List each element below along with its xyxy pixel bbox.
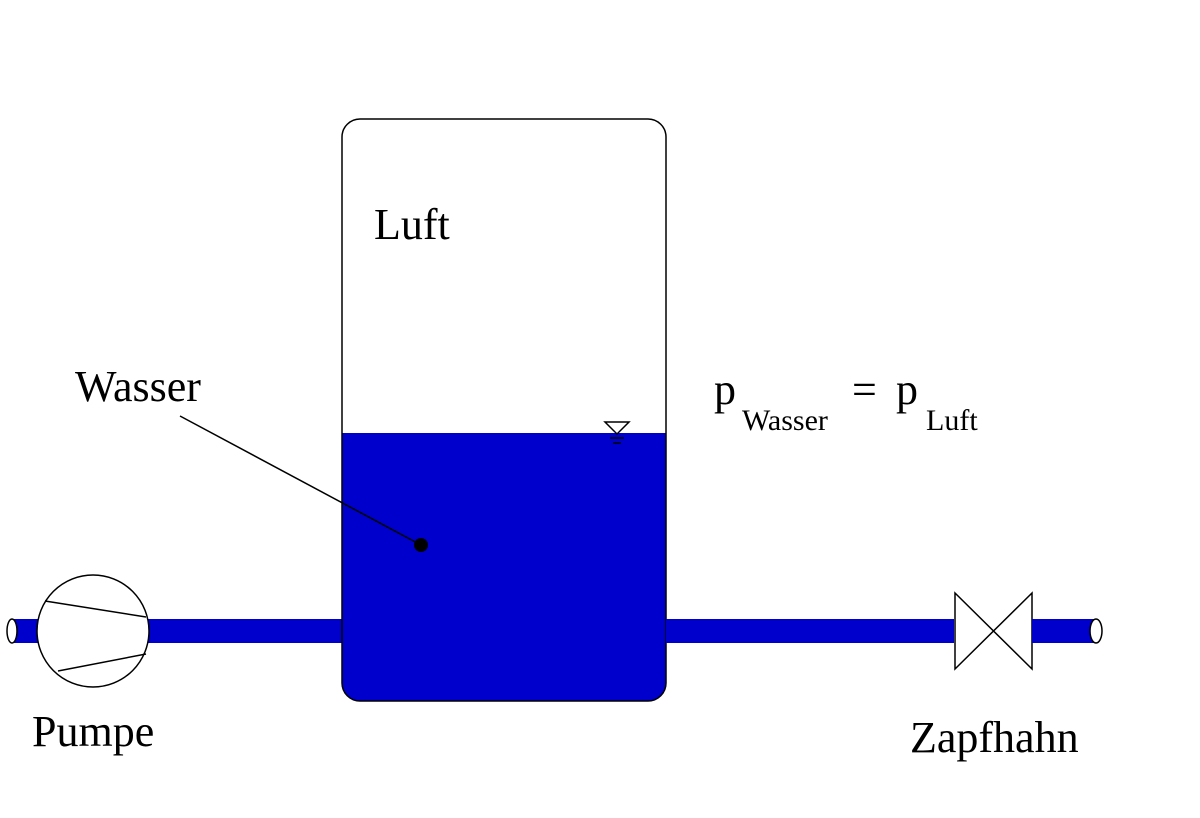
pipe-tank-to-tap <box>666 619 954 643</box>
tank-water-region <box>342 433 666 701</box>
equation-lhs-subscript: Wasser <box>742 404 828 437</box>
outlet-pipe <box>1032 618 1103 644</box>
tank-outline <box>341 118 667 702</box>
equation-rhs-subscript: Luft <box>926 404 978 437</box>
valve-symbol <box>954 591 1033 671</box>
tap-label: Zapfhahn <box>910 713 1079 762</box>
pipe-pump-to-tank <box>148 619 344 643</box>
equation-lhs-symbol: p <box>714 365 736 414</box>
water-leader-line <box>179 415 428 552</box>
equation-equals-sign: = <box>852 365 877 414</box>
pump-symbol <box>36 574 150 688</box>
tank <box>341 118 667 702</box>
equation-rhs-symbol: p <box>896 365 918 414</box>
air-label: Luft <box>374 200 450 249</box>
water-label: Wasser <box>75 362 201 411</box>
water-level-triangle-icon <box>603 421 631 444</box>
pressure-equation: p Wasser = p Luft <box>714 368 1014 448</box>
pump-label: Pumpe <box>32 707 155 756</box>
